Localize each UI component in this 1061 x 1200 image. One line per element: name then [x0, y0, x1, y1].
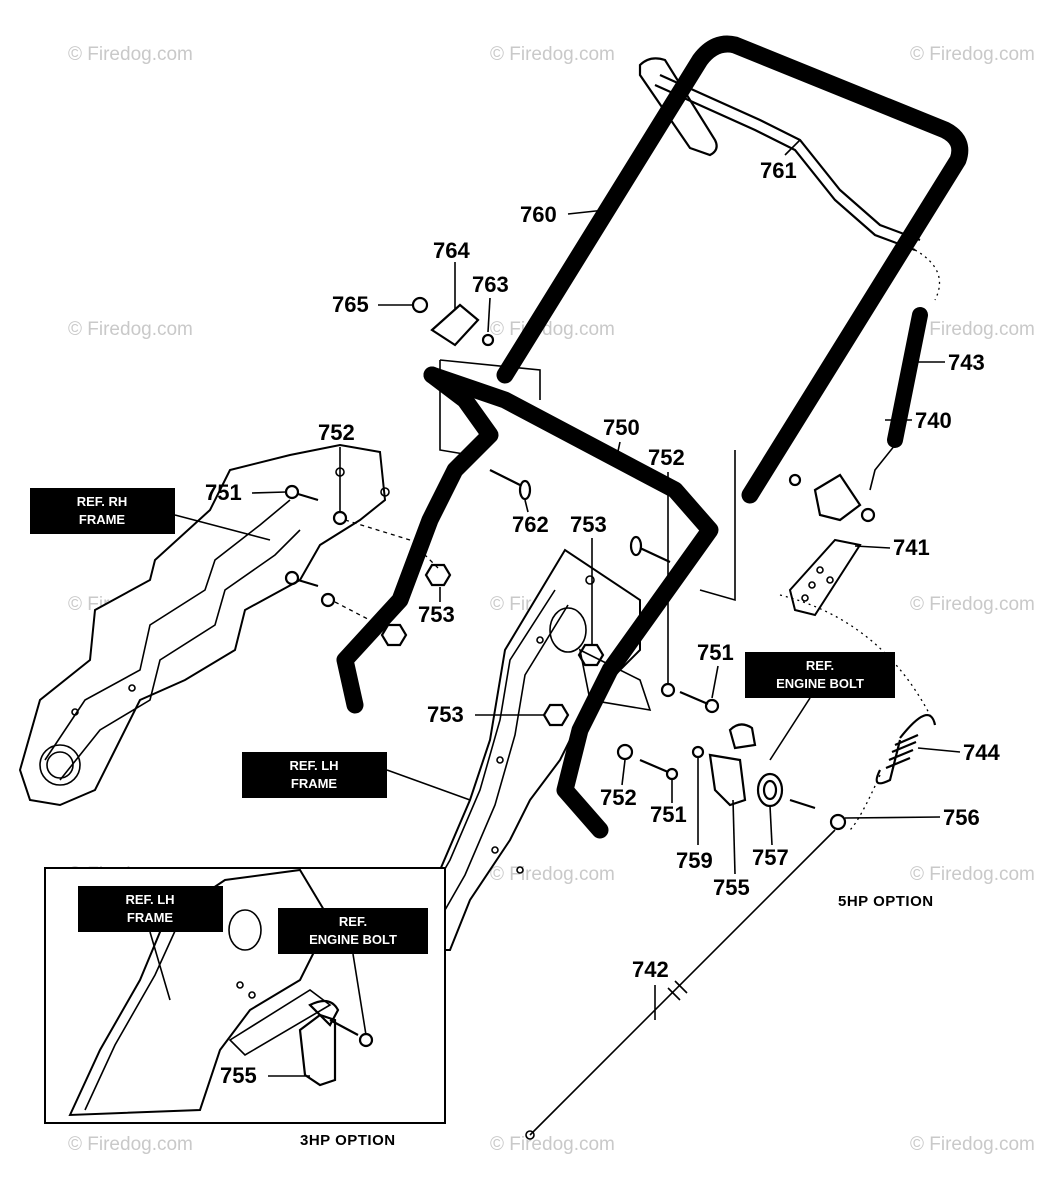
carriage-bolt-762 — [489, 469, 532, 501]
ref-engine-bolt-line1: REF. — [806, 658, 834, 673]
ref-inset-engine-bolt-line2: ENGINE BOLT — [309, 932, 397, 947]
part-label-751: 751 — [697, 640, 734, 665]
part-label-741: 741 — [893, 535, 930, 560]
part-label-753: 753 — [427, 702, 464, 727]
alignment-lines — [439, 359, 736, 602]
watermark: © Firedog.com — [490, 864, 615, 885]
ref-inset-engine-bolt: REF. ENGINE BOLT — [278, 908, 428, 1036]
part-label-750: 750 — [603, 415, 640, 440]
part-label-742: 742 — [632, 957, 669, 982]
part-label-751: 751 — [205, 480, 242, 505]
watermark: © Firedog.com — [910, 319, 1035, 340]
carriage-bolt — [629, 535, 671, 563]
part-label-752: 752 — [600, 785, 637, 810]
ref-rh-frame: REF. RH FRAME — [30, 488, 271, 541]
ref-engine-bolt-line2: ENGINE BOLT — [776, 676, 864, 691]
part-label-743: 743 — [948, 350, 985, 375]
part-label-753: 753 — [418, 602, 455, 627]
ref-inset-engine-bolt-line1: REF. — [339, 914, 367, 929]
watermark: © Firedog.com — [910, 44, 1035, 65]
rh-frame-plate — [18, 443, 390, 807]
knob-assembly-upper — [411, 296, 495, 347]
part-label-765: 765 — [332, 292, 369, 317]
ref-rh-frame-line2: FRAME — [79, 512, 126, 527]
adjuster-plate-741 — [779, 538, 931, 716]
spring-744 — [849, 714, 937, 831]
caption-3hp-option: 3HP OPTION — [300, 1132, 396, 1149]
part-label-756: 756 — [943, 805, 980, 830]
part-label-764: 764 — [433, 238, 470, 263]
watermark: © Firedog.com — [910, 1134, 1035, 1155]
part-label-761: 761 — [760, 158, 797, 183]
lh-hardware — [542, 643, 720, 781]
part-label-762: 762 — [512, 512, 549, 537]
watermark: © Firedog.com — [68, 44, 193, 65]
part-callouts: 760 761 764 763 765 743 740 750 752 752 … — [205, 139, 1000, 1088]
ref-lh-frame-line2: FRAME — [291, 776, 338, 791]
part-label-751: 751 — [650, 802, 687, 827]
part-label-759: 759 — [676, 848, 713, 873]
watermark: © Firedog.com — [68, 1134, 193, 1155]
ref-inset-lh-frame: REF. LH FRAME — [78, 886, 223, 1001]
ref-rh-frame-line1: REF. RH — [77, 494, 128, 509]
part-label-740: 740 — [915, 408, 952, 433]
part-label-744: 744 — [963, 740, 1000, 765]
part-label-760: 760 — [520, 202, 557, 227]
cable-740 — [869, 249, 941, 491]
ref-inset-lh-frame-line2: FRAME — [127, 910, 174, 925]
part-label-763: 763 — [472, 272, 509, 297]
lower-handle-750 — [336, 366, 719, 839]
cable-bracket-755 — [691, 723, 757, 807]
watermark: © Firedog.com — [490, 1134, 615, 1155]
part-label-757: 757 — [752, 845, 789, 870]
knob-assembly-right — [788, 473, 876, 523]
part-label-755: 755 — [713, 875, 750, 900]
watermark: © Firedog.com — [490, 319, 615, 340]
caption-5hp-option: 5HP OPTION — [838, 893, 934, 910]
part-label-752: 752 — [648, 445, 685, 470]
cable-742 — [525, 829, 836, 1140]
watermark: © Firedog.com — [490, 44, 615, 65]
ref-engine-bolt: REF. ENGINE BOLT — [745, 652, 895, 761]
watermark: © Firedog.com — [910, 864, 1035, 885]
watermark: © Firedog.com — [68, 319, 193, 340]
watermark: © Firedog.com — [910, 594, 1035, 615]
control-bail-761 — [638, 57, 921, 252]
part-label-753: 753 — [570, 512, 607, 537]
upper-handle-760 — [496, 35, 969, 504]
ref-inset-lh-frame-line1: REF. LH — [125, 892, 174, 907]
part-label-755: 755 — [220, 1063, 257, 1088]
ref-lh-frame-line1: REF. LH — [289, 758, 338, 773]
part-label-752: 752 — [318, 420, 355, 445]
ref-lh-frame: REF. LH FRAME — [242, 752, 471, 801]
